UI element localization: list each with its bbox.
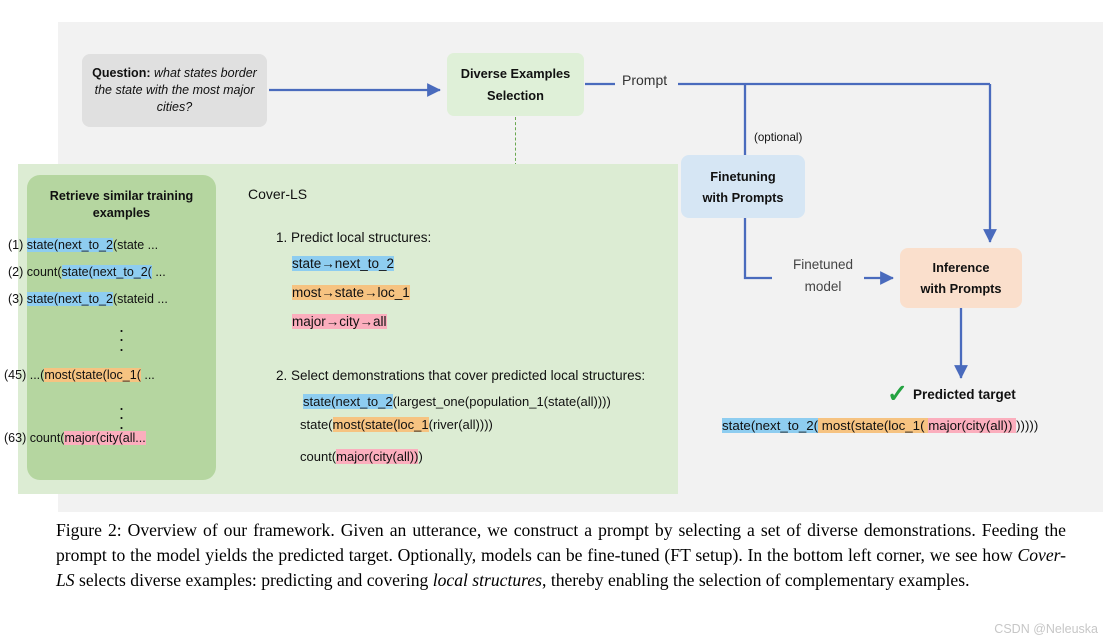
example-prefix: ...( [29,368,45,382]
demo-highlight: most(state(loc_1 [332,417,429,432]
local-structure-1: state→next_to_2 [292,256,395,271]
finetuning-box: Finetuning with Prompts [681,155,805,218]
example-highlight: most(state(loc_1( [44,368,141,382]
local-structure-3: major→city→all [292,314,387,329]
example-index: (3) [8,292,24,306]
demonstration-3: count(major(city(all))) [300,449,423,464]
demo-prefix: state( [300,417,333,432]
retrieve-examples-box: Retrieve similar training examples [27,175,216,480]
example-highlight: state(next_to_2( [61,265,152,279]
example-suffix: (state ... [112,238,159,252]
caption-em2: local structures [432,570,543,591]
local-structure-text: most→state→loc_1 [292,285,410,300]
demo-prefix: count( [300,449,337,464]
example-index: (2) [8,265,24,279]
checkmark-icon: ✓ [887,380,908,408]
question-body: what states border the state with the mo… [94,66,257,114]
local-structure-text: state→next_to_2 [292,256,395,271]
question-label: Question: [92,66,151,81]
figure-canvas: Question: what states border the state w… [0,22,1103,512]
diverse-examples-selection-box: Diverse Examples Selection [447,53,584,116]
caption-part3: , thereby enabling the selection of comp… [542,570,970,591]
example-highlight: major(city(all... [64,431,146,445]
demo-highlight: state(next_to_2 [303,394,393,409]
predicted-part-orange: most(state(loc_1( [818,418,929,433]
list-item: (3) state(next_to_2(stateid ... [0,292,189,306]
predicted-part-plain: ))))) [1016,418,1039,433]
predicted-part-pink: major(city(all)) [928,418,1017,433]
diverse-examples-line2: Selection [487,88,544,103]
retrieve-title-line2: examples [92,205,151,220]
step1-heading: 1. Predict local structures: [276,230,432,245]
local-structure-2: most→state→loc_1 [292,285,410,300]
demo-suffix: (largest_one(population_1(state(all)))) [392,394,611,409]
example-suffix: (stateid ... [112,292,168,306]
caption-part1: Figure 2: Overview of our framework. Giv… [56,520,1066,566]
vertical-ellipsis-icon: ... [118,394,124,433]
retrieve-title: Retrieve similar training examples [27,188,216,221]
cover-ls-title: Cover-LS [248,186,308,202]
predicted-target-expression: state(next_to_2( most(state(loc_1( major… [722,418,1038,433]
example-index: (1) [8,238,24,252]
finetuning-line2: with Prompts [702,189,784,205]
list-item: (2) count(state(next_to_2( ... [0,265,189,279]
question-box: Question: what states border the state w… [82,54,267,127]
caption-part2: selects diverse examples: predicting and… [74,570,433,591]
example-index: (63) [4,431,27,445]
demo-highlight: major(city(all)) [336,449,419,464]
example-prefix: count( [29,431,65,445]
demonstration-1: state(next_to_2(largest_one(population_1… [303,394,611,409]
vertical-ellipsis-icon: ... [118,316,124,355]
watermark: CSDN @Neleuska [994,622,1098,636]
list-item: (45) ...(most(state(loc_1( ... [0,368,189,382]
inference-line2: with Prompts [920,281,1002,296]
example-highlight: state(next_to_2 [26,238,113,252]
diverse-examples-line1: Diverse Examples [460,66,571,81]
inference-line1: Inference [932,260,990,275]
example-suffix: ... [140,368,155,382]
example-prefix: count( [26,265,62,279]
list-item: (1) state(next_to_2(state ... [0,238,189,252]
demo-suffix: (river(all)))) [428,417,493,432]
optional-label: (optional) [754,131,803,144]
caption-em1: Cover-LS [56,545,1066,591]
finetuning-line1: Finetuning [710,168,776,184]
example-suffix: ... [151,265,166,279]
example-highlight: state(next_to_2 [26,292,113,306]
demonstration-2: state(most(state(loc_1(river(all)))) [300,417,493,432]
local-structure-text: major→city→all [292,314,387,329]
question-text: Question: what states border the state w… [91,65,258,116]
example-index: (45) [4,368,27,382]
step2-heading: 2. Select demonstrations that cover pred… [276,368,646,383]
prompt-label: Prompt [622,72,668,88]
finetuned-model-label: Finetuned model [792,257,854,294]
retrieve-title-line1: Retrieve similar training [49,189,194,203]
inference-box: Inference with Prompts [900,248,1022,308]
dashed-connector [515,117,516,166]
predicted-part-blue: state(next_to_2( [722,418,819,433]
demo-suffix: ) [418,449,423,464]
predicted-target-label: Predicted target [913,387,1016,402]
figure-caption: Figure 2: Overview of our framework. Giv… [56,518,1066,593]
list-item: (63) count(major(city(all... [0,431,189,445]
